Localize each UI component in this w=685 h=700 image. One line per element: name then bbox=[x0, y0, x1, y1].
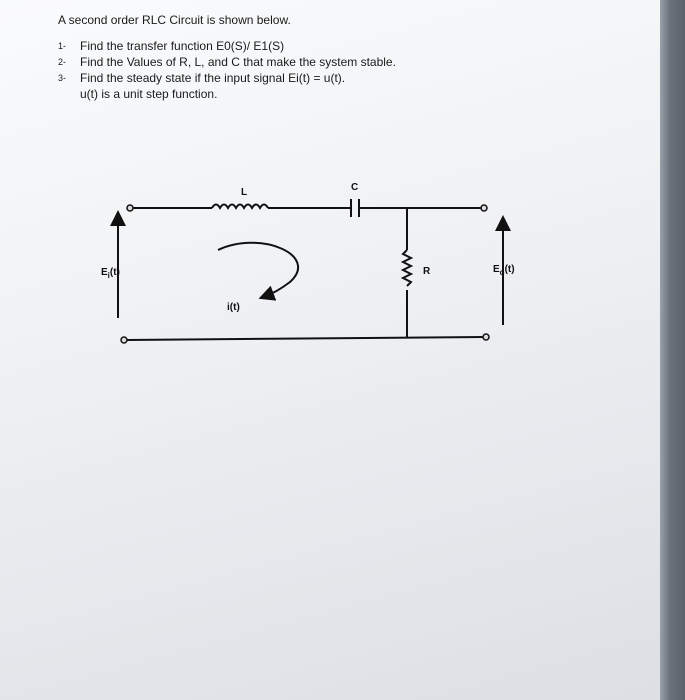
resistor-symbol bbox=[400, 249, 414, 287]
question-item: 1- Find the transfer function E0(S)/ E1(… bbox=[58, 38, 498, 54]
input-terminal-top bbox=[126, 204, 134, 212]
capacitor-label: C bbox=[351, 182, 358, 193]
question-item: 2- Find the Values of R, L, and C that m… bbox=[58, 54, 498, 70]
bottom-wire bbox=[123, 336, 485, 341]
question-text-line: Find the Values of R, L, and C that make… bbox=[80, 55, 396, 69]
question-number: 3- bbox=[58, 73, 67, 83]
output-voltage-arg: (t) bbox=[505, 264, 515, 275]
output-voltage-letter: E bbox=[493, 264, 500, 275]
question-text: A second order RLC Circuit is shown belo… bbox=[58, 12, 498, 102]
unit-step-note: u(t) is a unit step function. bbox=[80, 87, 218, 101]
input-voltage-subscript: i bbox=[108, 271, 110, 280]
paper-sheet bbox=[0, 0, 660, 700]
input-voltage-letter: E bbox=[101, 267, 108, 278]
inductor-label: L bbox=[241, 187, 247, 198]
question-number: 2- bbox=[58, 57, 67, 67]
intro-line: A second order RLC Circuit is shown belo… bbox=[58, 13, 291, 27]
output-voltage-label: Eo(t) bbox=[493, 264, 515, 277]
resistor-label: R bbox=[423, 266, 431, 277]
question-number: 1- bbox=[58, 41, 67, 51]
output-terminal-bottom bbox=[482, 333, 490, 341]
background-edge bbox=[660, 0, 685, 700]
input-terminal-bottom bbox=[120, 336, 128, 344]
current-arrow bbox=[217, 241, 299, 301]
question-list: 1- Find the transfer function E0(S)/ E1(… bbox=[58, 38, 498, 86]
input-voltage-label: Ei(t) bbox=[101, 267, 120, 280]
input-voltage-arg: (t) bbox=[110, 267, 120, 278]
output-terminal-top bbox=[480, 204, 488, 212]
question-text-line: Find the transfer function E0(S)/ E1(S) bbox=[80, 39, 285, 53]
question-text-line: Find the steady state if the input signa… bbox=[80, 71, 346, 85]
output-voltage-subscript: o bbox=[500, 268, 505, 277]
current-label: i(t) bbox=[227, 302, 240, 313]
inductor-symbol bbox=[211, 203, 269, 211]
question-item: 3- Find the steady state if the input si… bbox=[58, 70, 498, 86]
